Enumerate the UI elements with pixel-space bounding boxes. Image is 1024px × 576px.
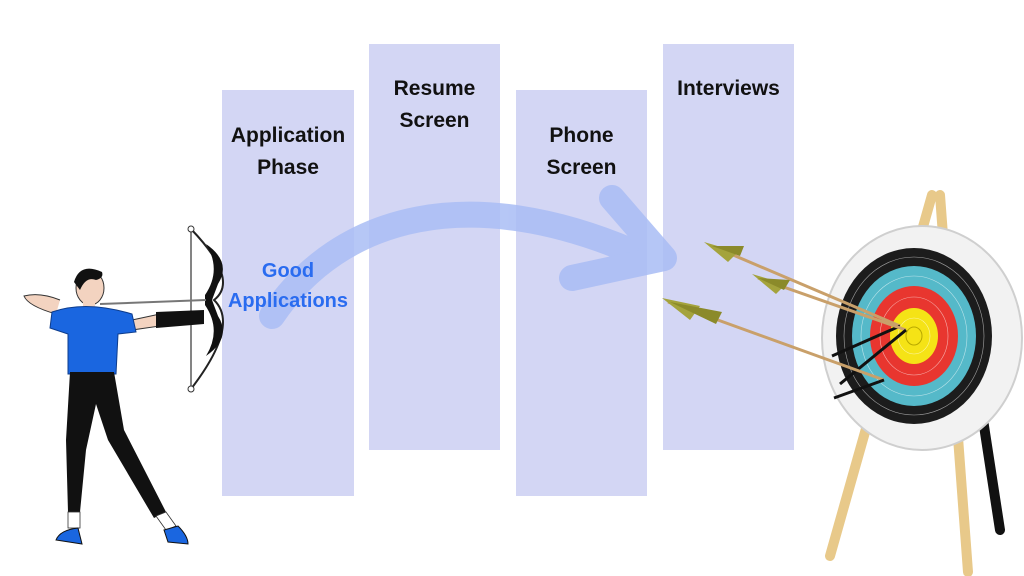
archer-illustration: [23, 225, 224, 545]
arrow-icon: [662, 242, 907, 400]
bow-icon: [99, 225, 224, 393]
stage-label-line2: Screen: [546, 156, 617, 179]
stage-column-resume: Resume Screen: [369, 44, 500, 450]
stage-column-phone: Phone Screen: [516, 90, 647, 496]
stage-label-resume: Resume Screen: [369, 73, 500, 137]
flow-arrow-icon: [259, 185, 677, 329]
stage-label-interviews: Interviews: [663, 73, 794, 105]
stage-label-phone: Phone Screen: [516, 120, 647, 184]
good-applications-label: Good Applications: [222, 256, 354, 316]
stage-label-line2: Phase: [257, 156, 319, 179]
stage-label-line1: Application: [230, 124, 346, 147]
good-applications-line1: Good: [261, 260, 315, 282]
stage-label-line2: Screen: [399, 109, 470, 132]
stage-label-application: Application Phase: [222, 120, 354, 184]
stage-label-line1: Phone: [549, 124, 614, 147]
stage-label-line1: Interviews: [677, 77, 780, 100]
target-icon: [821, 190, 1023, 576]
stage-label-line1: Resume: [393, 77, 476, 100]
good-applications-line2: Applications: [227, 290, 348, 312]
stage-column-application: Application Phase: [222, 90, 354, 496]
